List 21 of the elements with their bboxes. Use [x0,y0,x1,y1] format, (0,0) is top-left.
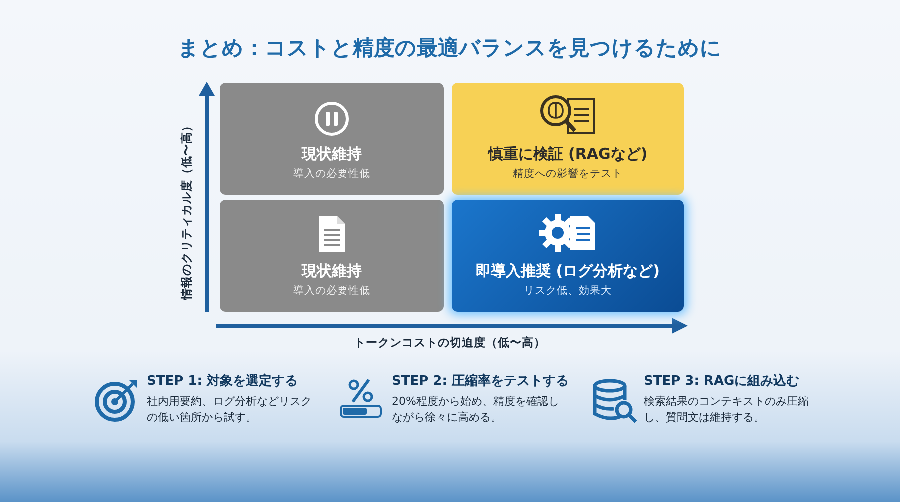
quadrant-heading: 現状維持 [302,145,362,164]
axis-label: 情報のクリティカル度（低〜高） [180,120,194,300]
axis-label: トークンコストの切迫度（低〜高） [354,336,546,350]
quadrant-heading: 即導入推奨 (ログ分析など) [476,262,660,281]
quadrant-heading: 慎重に検証 (RAGなど) [488,145,648,164]
quadrant-heading: 現状維持 [302,262,362,281]
step-description: 20%程度から始め、精度を確認しながら徐々に高める。 [392,394,560,426]
quadrant-subtitle: 導入の必要性低 [294,284,370,298]
title: まとめ：コストと精度の最適バランスを見つけるために [177,35,723,62]
quadrant-subtitle: 精度への影響をテスト [513,167,623,181]
quadrant-card [452,83,684,195]
quadrant-subtitle: 導入の必要性低 [294,167,370,181]
step-description: 検索結果のコンテキストのみ圧縮し、質問文は維持する。 [644,394,810,426]
quadrant-card [452,200,684,312]
step-heading: STEP 1: 対象を選定する [147,372,299,390]
quadrant-subtitle: リスク低、効果大 [524,284,612,298]
quadrant-card [220,200,444,312]
step-heading: STEP 3: RAGに組み込む [644,372,801,390]
quadrant-card [220,83,444,195]
step-description: 社内用要約、ログ分析などリスクの低い箇所から試す。 [147,394,313,426]
step-heading: STEP 2: 圧縮率をテストする [392,372,569,390]
